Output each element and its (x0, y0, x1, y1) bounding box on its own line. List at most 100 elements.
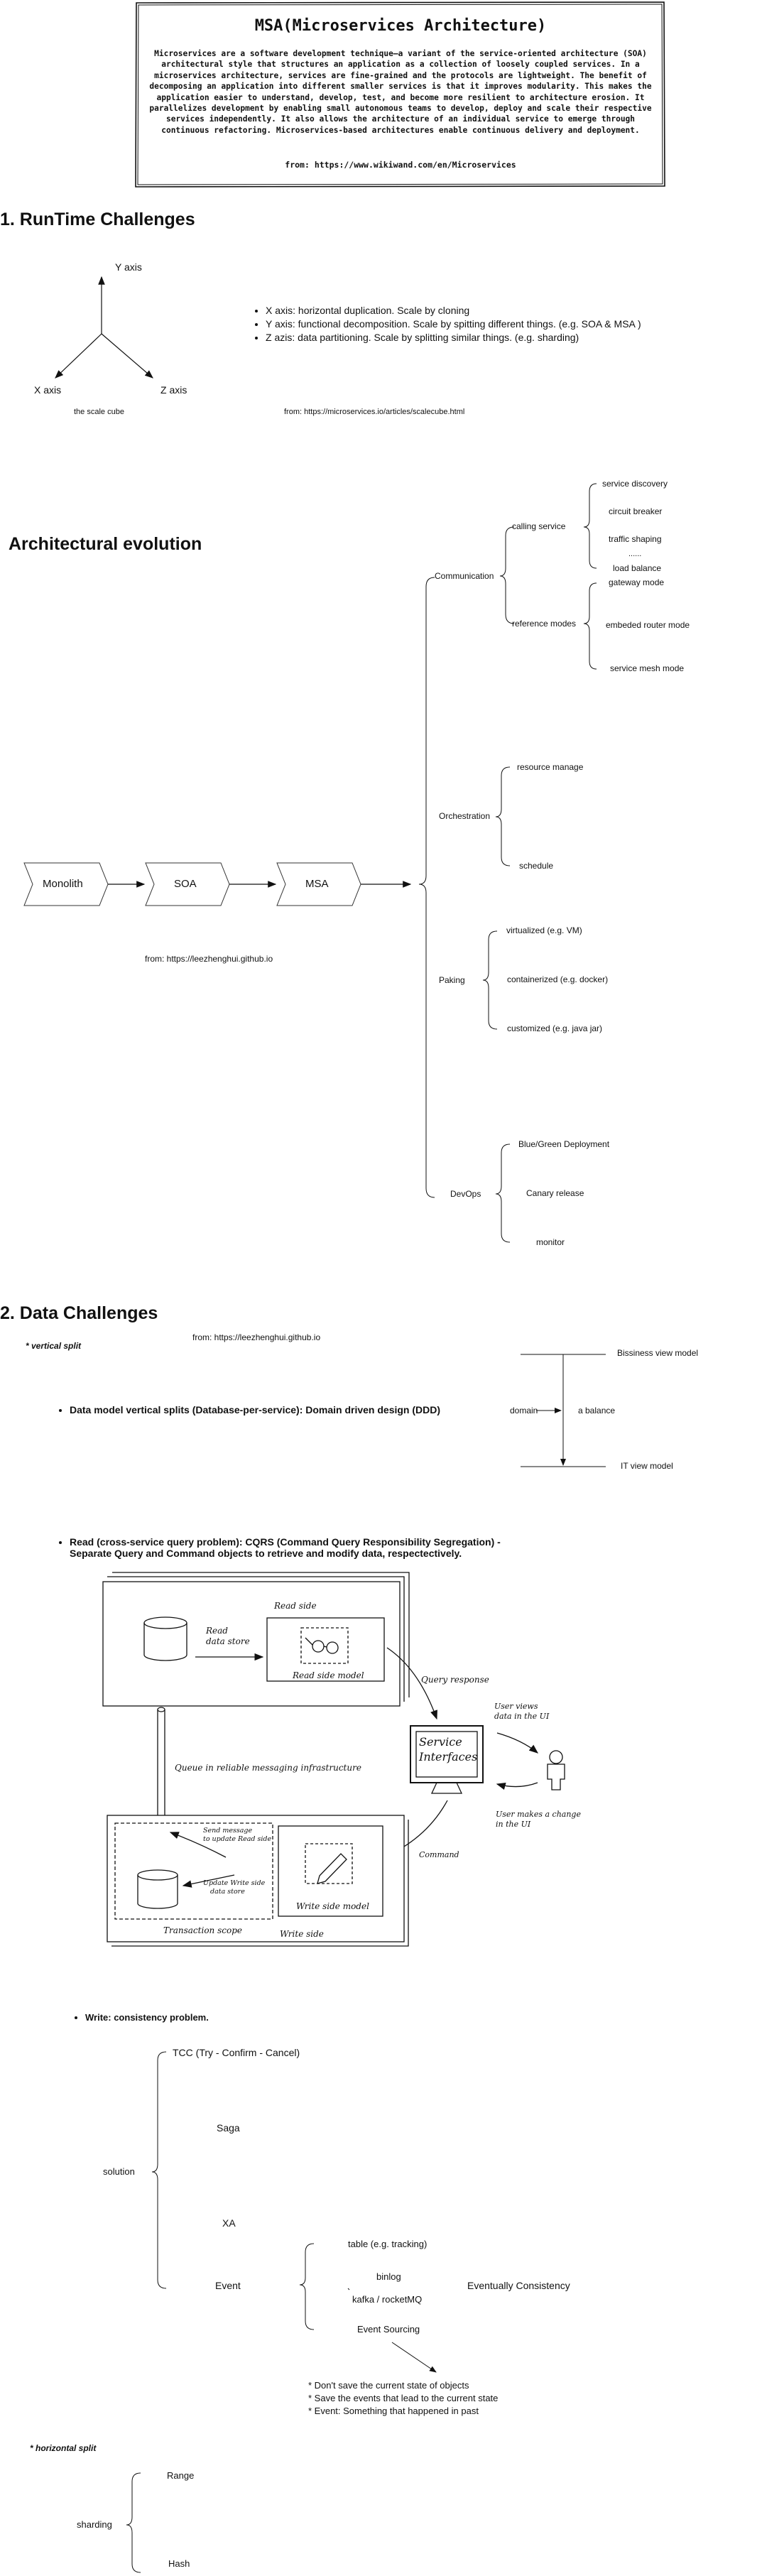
evolution-heading: Architectural evolution (9, 534, 202, 554)
cqrs-user-views-2: data in the UI (494, 1712, 550, 1721)
vertical-split-label: * vertical split (26, 1341, 82, 1351)
event-notes: * Don't save the current state of object… (308, 2379, 498, 2418)
scale-bullet-z: Z azis: data partitioning. Scale by spli… (266, 332, 778, 343)
transaction-scope-box (114, 1822, 273, 1920)
cqrs-transaction: Transaction scope (163, 1925, 242, 1935)
cqrs-query-response: Query response (421, 1675, 489, 1685)
node-orchestration: Orchestration (439, 811, 491, 821)
scale-bullet-x: X axis: horizontal duplication. Scale by… (266, 305, 778, 316)
read-data-store-cylinder (143, 1616, 187, 1661)
service-interfaces-monitor (410, 1725, 484, 1794)
cqrs-update-ws-1: Update Write side (203, 1879, 266, 1887)
cqrs-user-views-1: User views (494, 1702, 538, 1711)
node-monitor: monitor (536, 1237, 565, 1247)
sharding-label: sharding (77, 2519, 112, 2530)
stage-monolith: Monolith (43, 878, 83, 890)
node-calling-service: calling service (512, 521, 566, 531)
ddd-bullet: Data model vertical splits (Database-per… (57, 1404, 511, 1418)
node-service-mesh-mode: service mesh mode (610, 663, 685, 673)
node-resource-manage: resource manage (517, 762, 584, 772)
solution-tcc: TCC (Try - Confirm - Cancel) (173, 2047, 300, 2058)
read-side-frame-mid (107, 1576, 405, 1702)
node-virtualized: virtualized (e.g. VM) (506, 925, 582, 935)
data-source: from: https://leezhenghui.github.io (192, 1332, 321, 1342)
pencil-icon (317, 1853, 347, 1884)
write-bullet: Write: consistency problem. (72, 2012, 209, 2025)
node-service-discovery: service discovery (602, 479, 668, 489)
cqrs-user-change-1: User makes a change (496, 1810, 581, 1819)
scale-bullet-y: Y axis: functional decomposition. Scale … (266, 318, 778, 330)
cqrs-service-2: Interfaces (419, 1750, 478, 1763)
stage-msa: MSA (305, 878, 329, 890)
node-reference-modes: reference modes (512, 619, 577, 629)
queue-pipe (157, 1710, 165, 1820)
runtime-source: from: https://microservices.io/articles/… (284, 408, 465, 416)
data-heading: 2. Data Challenges (0, 1303, 158, 1323)
node-traffic-shaping: traffic shaping (609, 534, 662, 544)
evolution-source: from: https://leezhenghui.github.io (145, 954, 273, 964)
solution-xa: XA (222, 2217, 236, 2229)
intro-box-border (135, 1, 665, 188)
balance-lines (521, 1354, 606, 1467)
ddd-bullet-text: Data model vertical splits (Database-per… (70, 1404, 511, 1415)
node-communication: Communication (435, 571, 494, 581)
event-binlog: binlog (376, 2271, 401, 2282)
event-note-2: * Save the events that lead to the curre… (308, 2393, 499, 2403)
node-paking: Paking (439, 975, 465, 985)
write-side-model-box (278, 1825, 383, 1917)
cqrs-read-store-1: Read (206, 1626, 228, 1636)
read-side-model-box (266, 1617, 385, 1682)
scale-cube-caption: the scale cube (74, 408, 124, 416)
cqrs-queue: Queue in reliable messaging infrastructu… (175, 1763, 361, 1773)
balance-top: Bissiness view model (617, 1348, 699, 1358)
node-schedule: schedule (519, 861, 554, 871)
cqrs-bullet: Read (cross-service query problem): CQRS… (57, 1536, 611, 1559)
cqrs-send-msg-2: to update Read side (203, 1835, 272, 1843)
cqrs-user-change-2: in the UI (496, 1820, 531, 1829)
scale-cube-axes (55, 276, 153, 379)
scale-bullets: X axis: horizontal duplication. Scale by… (253, 305, 778, 345)
solution-braces (126, 2051, 437, 2573)
horizontal-split-label: * horizontal split (30, 2443, 97, 2453)
intro-source: from: https://www.wikiwand.com/en/Micros… (285, 160, 516, 170)
solution-saga: Saga (217, 2122, 240, 2134)
node-gateway-mode: gateway mode (609, 577, 665, 587)
write-data-store-cylinder (137, 1869, 178, 1909)
cqrs-read-store-2: data store (206, 1636, 250, 1646)
node-circuit-breaker: circuit breaker (609, 506, 663, 516)
balance-bottom: IT view model (621, 1461, 673, 1471)
glasses-icon (305, 1637, 339, 1654)
y-axis-label: Y axis (115, 261, 142, 273)
node-ellipsis: ...... (628, 550, 642, 558)
event-table: table (e.g. tracking) (348, 2239, 428, 2249)
intro-body: Microservices are a software development… (149, 49, 652, 135)
cqrs-read-side: Read side (274, 1601, 317, 1611)
node-customized: customized (e.g. java jar) (507, 1023, 603, 1033)
write-bullet-text: Write: consistency problem. (85, 2012, 209, 2023)
cqrs-bullet-line2: Separate Query and Command objects to re… (70, 1548, 462, 1559)
node-load-balance: load balance (613, 563, 662, 573)
cqrs-update-ws-2: data store (210, 1888, 245, 1896)
cqrs-send-msg-1: Send message (203, 1827, 253, 1835)
cqrs-write-side: Write side (280, 1929, 324, 1939)
cqrs-write-model: Write side model (296, 1901, 369, 1911)
x-axis-label: X axis (34, 384, 62, 396)
cqrs-command: Command (419, 1850, 459, 1859)
z-axis-label: Z axis (160, 384, 187, 396)
event-note-1: * Don't save the current state of object… (308, 2380, 469, 2391)
node-canary-release: Canary release (526, 1188, 584, 1198)
solution-event: Event (215, 2280, 241, 2291)
node-containerized: containerized (e.g. docker) (507, 974, 609, 984)
sharding-hash: Hash (168, 2558, 190, 2569)
event-note-3: * Event: Something that happened in past (308, 2406, 479, 2416)
chevron-monolith (23, 862, 109, 906)
user-icon (547, 1750, 565, 1790)
read-side-frame-back (112, 1572, 410, 1697)
runtime-heading: 1. RunTime Challenges (0, 210, 195, 229)
node-blue-green: Blue/Green Deployment (518, 1139, 610, 1149)
chevron-msa (276, 862, 361, 906)
sharding-range: Range (167, 2470, 195, 2481)
